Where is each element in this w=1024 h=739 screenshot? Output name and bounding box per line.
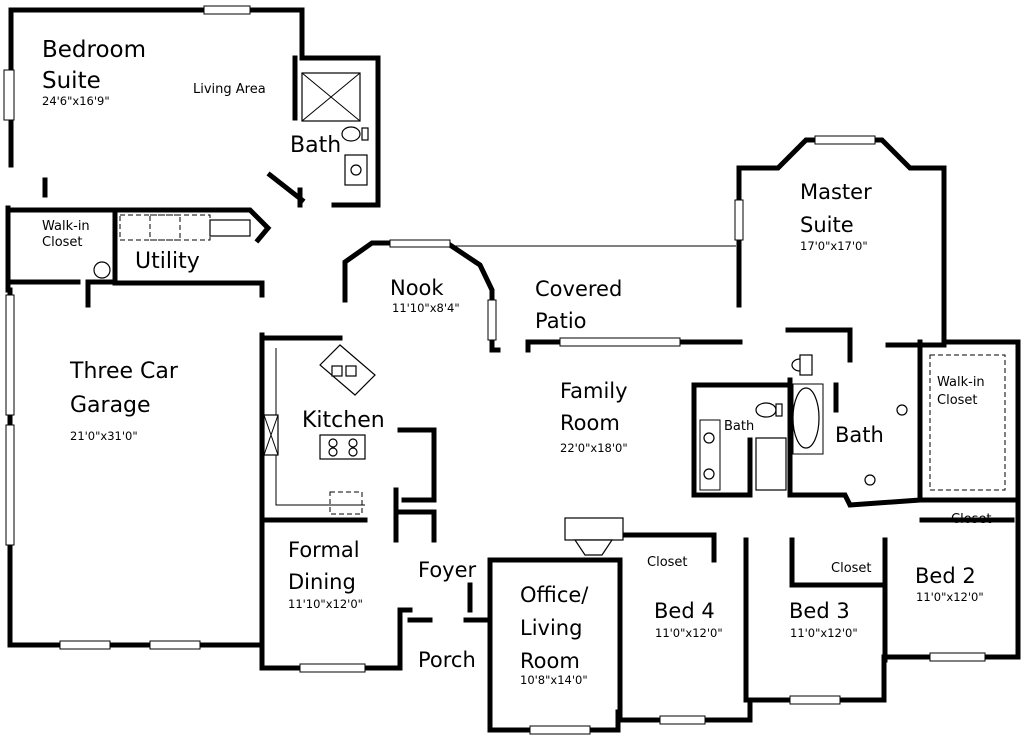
family-room-label-1: Family	[560, 379, 628, 403]
walkin-closet-left-label-2: Closet	[42, 235, 83, 250]
family-room-label-2: Room	[560, 411, 620, 435]
bed2-closet-label: Closet	[951, 512, 992, 527]
garage-label-2: Garage	[70, 393, 151, 418]
bed3-label: Bed 3	[789, 599, 850, 623]
bed4-closet-label: Closet	[647, 555, 688, 570]
master-closet-label-1: Walk-in	[937, 375, 985, 390]
family-room-dims: 22'0"x18'0"	[560, 441, 628, 455]
bed3-closet-label: Closet	[831, 561, 872, 576]
nook-dims: 11'10"x8'4"	[392, 301, 460, 315]
covered-patio-label-2: Patio	[535, 309, 587, 333]
master-closet-label-2: Closet	[937, 393, 978, 408]
master-bath-label: Bath	[835, 423, 884, 447]
office-dims: 10'8"x14'0"	[520, 673, 588, 687]
foyer-label: Foyer	[418, 558, 477, 582]
utility-label: Utility	[135, 249, 200, 274]
bedroom-suite-label-2: Suite	[42, 68, 101, 94]
bed2-dims: 11'0"x12'0"	[916, 590, 984, 604]
formal-dining-label-2: Dining	[288, 570, 356, 594]
formal-dining-label-1: Formal	[288, 538, 360, 562]
formal-dining-dims: 11'10"x12'0"	[288, 597, 363, 611]
walkin-closet-left-label-1: Walk-in	[42, 219, 90, 234]
fixtures	[93, 72, 1006, 556]
room-labels: Bedroom Suite 24'6"x16'9" Living Area Ba…	[42, 37, 992, 687]
bedroom-suite-dims: 24'6"x16'9"	[42, 94, 110, 108]
bed2-label: Bed 2	[915, 564, 976, 588]
garage-dims: 21'0"x31'0"	[70, 429, 138, 443]
office-label-1: Office/	[520, 583, 589, 607]
master-suite-label-2: Suite	[800, 213, 854, 237]
kitchen-label: Kitchen	[302, 408, 385, 433]
interior-walls	[7, 171, 1021, 703]
hall-bath-label: Bath	[724, 419, 754, 434]
windows	[3, 5, 986, 735]
office-label-2: Living	[520, 616, 582, 640]
bedroom-suite-label-1: Bedroom	[42, 37, 146, 63]
upper-bath-label: Bath	[290, 133, 341, 158]
porch-label: Porch	[418, 648, 476, 672]
covered-patio-label-1: Covered	[535, 277, 622, 301]
bed4-dims: 11'0"x12'0"	[655, 626, 723, 640]
bed3-dims: 11'0"x12'0"	[790, 626, 858, 640]
bed4-label: Bed 4	[654, 599, 715, 623]
nook-label: Nook	[390, 276, 444, 300]
garage-label-1: Three Car	[69, 359, 179, 384]
master-suite-label-1: Master	[800, 180, 872, 204]
office-label-3: Room	[520, 649, 580, 673]
master-suite-dims: 17'0"x17'0"	[800, 239, 868, 253]
living-area-label: Living Area	[193, 82, 266, 97]
